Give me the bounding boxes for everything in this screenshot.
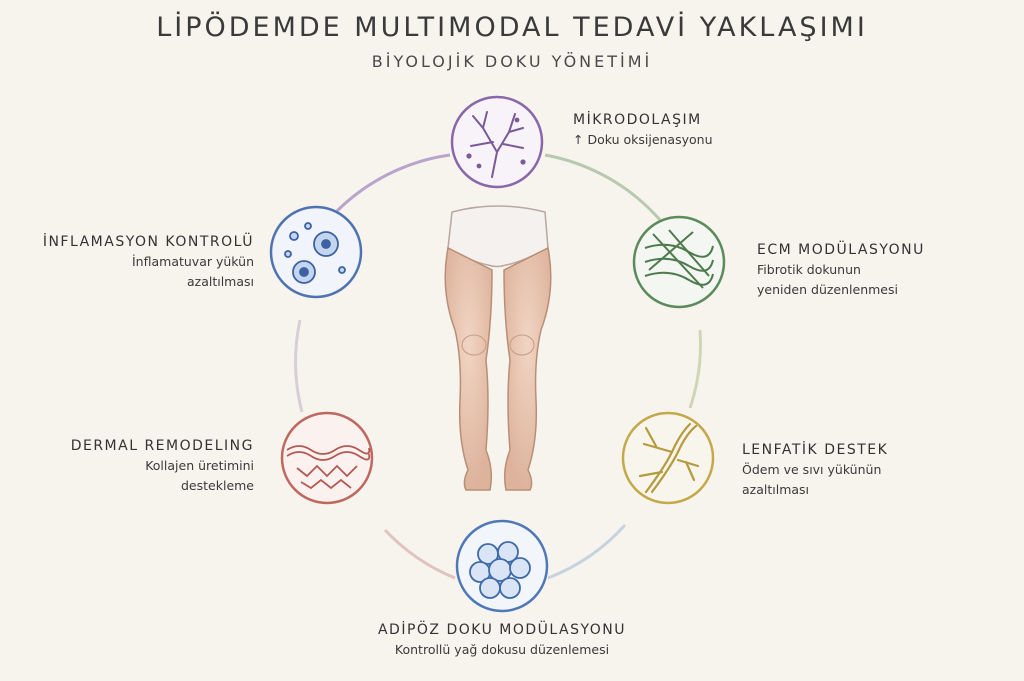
node-ecm	[632, 215, 726, 309]
node-mikrodolasim	[450, 95, 544, 189]
cycle-ring	[294, 153, 702, 580]
node-title: LENFATİK DESTEK	[742, 442, 889, 458]
node-inflamasyon	[269, 205, 363, 299]
fat-cells-icon	[469, 541, 531, 599]
fiber-mesh-icon	[644, 229, 714, 289]
page-subtitle: BİYOLOJİK DOKU YÖNETİMİ	[371, 52, 653, 71]
node-adipoz	[455, 519, 549, 613]
label-adipoz: ADİPÖZ DOKU MODÜLASYONU Kontrollü yağ do…	[332, 620, 672, 660]
node-description: destekleme	[181, 478, 254, 493]
page-title: LİPÖDEMDE MULTIMODAL TEDAVİ YAKLAŞIMI	[156, 12, 868, 43]
node-description: İnflamatuvar yükün	[132, 254, 254, 269]
label-lenfatik: LENFATİK DESTEK Ödem ve sıvı yükünün aza…	[742, 440, 972, 500]
node-description: Fibrotik dokunun	[757, 262, 861, 277]
label-inflamasyon: İNFLAMASYON KONTROLÜ İnflamatuvar yükün …	[10, 232, 254, 292]
node-description: Kollajen üretimini	[145, 458, 254, 473]
node-description: azaltılması	[186, 274, 254, 289]
label-dermal: DERMAL REMODELING Kollajen üretimini des…	[30, 436, 254, 496]
lymph-vessel-icon	[638, 422, 700, 494]
node-title: ECM MODÜLASYONU	[757, 242, 925, 258]
label-mikrodolasim: MİKRODOLAŞIM ↑ Doku oksijenasyonu	[573, 110, 793, 150]
lipedema-legs-figure	[444, 205, 552, 491]
node-description: ↑ Doku oksijenasyonu	[573, 132, 713, 147]
immune-cells-icon	[284, 222, 346, 284]
node-description: Kontrollü yağ dokusu düzenlemesi	[394, 642, 610, 657]
node-description: yeniden düzenlenmesi	[757, 282, 898, 297]
node-description: Ödem ve sıvı yükünün	[742, 462, 882, 477]
node-title: İNFLAMASYON KONTROLÜ	[42, 234, 254, 250]
capillary-network-icon	[466, 111, 526, 178]
node-description: azaltılması	[742, 482, 810, 497]
node-dermal	[280, 411, 374, 505]
node-title: DERMAL REMODELING	[70, 438, 254, 454]
node-title: ADİPÖZ DOKU MODÜLASYONU	[377, 622, 627, 638]
node-lenfatik	[621, 411, 715, 505]
label-ecm: ECM MODÜLASYONU Fibrotik dokunun yeniden…	[757, 240, 987, 300]
collagen-layer-icon	[286, 445, 371, 490]
node-title: MİKRODOLAŞIM	[573, 112, 702, 128]
